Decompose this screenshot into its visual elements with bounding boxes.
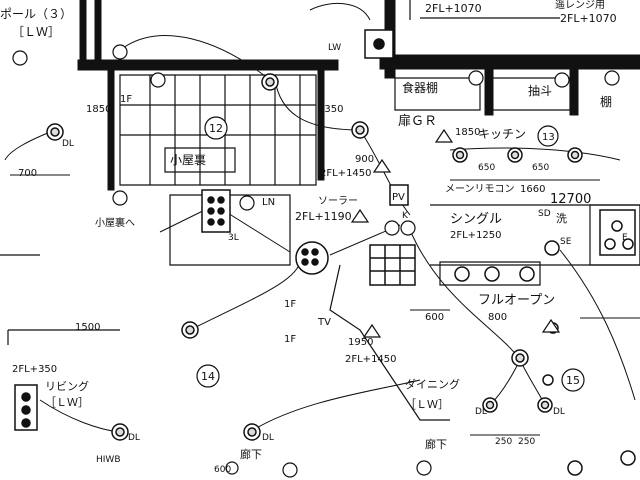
label-d-1950: 1950 [348,337,373,348]
label-if-2: 1F [284,299,296,310]
label-d-600: 600 [425,312,444,323]
label-kitchen: キッチン [478,127,526,141]
label-shoe-room: 食器棚 [402,80,438,95]
label-d-600b: 600 [214,465,231,475]
triangle-markers [350,128,561,338]
label-room-15: 15 [566,374,580,387]
dimension-lines [10,174,640,436]
label-small-room-note: 小屋裏へ [95,216,135,229]
label-room-12: 12 [209,122,223,135]
walls [77,0,640,191]
label-d-1350: 1350 [318,104,343,115]
label-d-700: 700 [18,168,37,179]
label-dl-5: DL [553,407,565,417]
downlight [567,460,583,476]
label-dl-4: DL [475,407,487,417]
label-dining-lw: ［ＬＷ］ [405,398,449,411]
label-hall: 廊下 [240,447,262,461]
downlight [620,450,636,466]
room-markers [196,116,585,392]
label-remocon: メーンリモコン [445,184,515,195]
label-d-250a: 250 [495,437,512,447]
label-remocon-h: 1660 [520,184,545,195]
label-ref-1250: 2FL+1250 [450,230,502,241]
label-d-800: 800 [488,312,507,323]
label-ref-1450: 2FL+1450 [345,354,397,365]
label-ref-door: 扉ＧＲ [398,113,437,129]
label-ref-1450-top: 2FL+1450 [320,168,372,179]
label-tv: TV [317,317,331,328]
label-dining: ダイニング [405,377,460,391]
label-hall2: 廊下 [425,437,447,451]
label-living-lw: ［ＬＷ］ [45,396,89,409]
label-if-1: 1F [120,94,132,105]
label-ref-top: 2FL+1070 [425,2,482,15]
label-dl-2: DL [128,433,140,443]
label-lw: LW [328,43,341,53]
label-small-room: 小屋裏 [170,152,206,167]
label-solar: ソーラー [318,195,358,207]
downlights [46,73,636,476]
label-se: SE [560,237,572,247]
label-ref-1190: 2FL+1190 [295,210,352,223]
label-d-650b: 650 [532,163,549,173]
label-k: K [402,211,409,221]
label-d-650a: 650 [478,163,495,173]
label-dl-3: DL [262,433,274,443]
label-ln: LN [262,197,275,208]
label-sd: SD [538,209,551,219]
downlight [544,240,560,256]
label-wash: 洗 [556,212,567,225]
label-sl: 3L [228,233,239,243]
label-e: E [622,233,628,243]
label-ref-top-right: 2FL+1070 [560,12,617,25]
label-room-13: 13 [542,132,555,143]
device-blocks [14,29,636,431]
label-ref-350: 2FL+350 [12,364,57,375]
label-balcony-lw: ［ＬＷ］ [12,25,60,39]
label-d-12700: 12700 [550,192,591,207]
label-if-3: 1F [284,334,296,345]
label-ref-top-right-note: 遥レンジ用 [555,0,605,11]
plan-labels: ポール（３） ［ＬＷ］ 2FL+1070 遥レンジ用 2FL+1070 食器棚 … [0,0,628,475]
label-d-900: 900 [355,154,374,165]
label-room-14: 14 [201,370,215,383]
label-pv: PV [392,192,405,203]
label-full-open: フルオープン [478,293,555,308]
label-d-1850-b: 1850 [455,127,480,138]
label-d-1500: 1500 [75,322,100,333]
label-hiwb: HIWB [96,455,121,465]
downlight [542,374,554,386]
label-drawer: 抽斗 [528,84,552,98]
label-shelf: 棚 [600,94,612,109]
label-dl-1: DL [62,139,74,149]
label-d-1850: 1850 [86,104,111,115]
label-balcony: ポール（３） [0,7,72,21]
label-living: リビング [45,379,89,393]
label-single: シングル [450,212,502,227]
label-d-250b: 250 [518,437,535,447]
